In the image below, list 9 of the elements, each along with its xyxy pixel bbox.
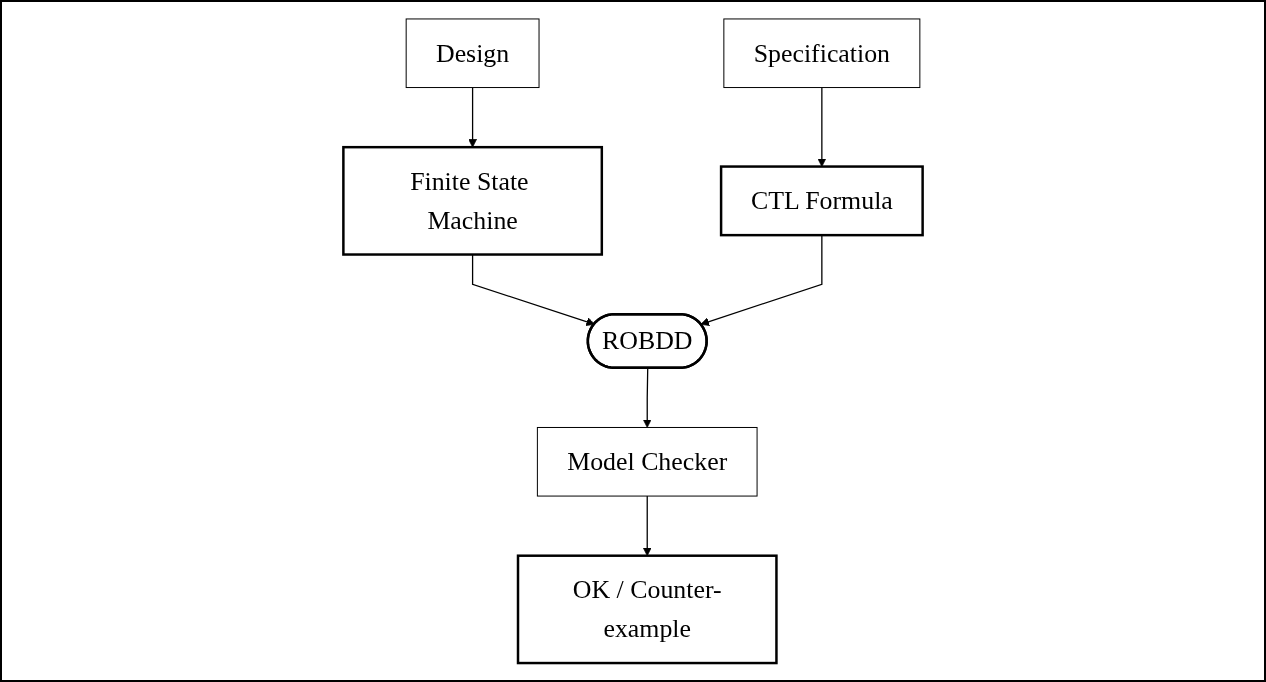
arrow [642,367,652,428]
node-box: Finite State Machine [342,145,604,256]
node-box: Specification [723,18,921,89]
node-box: Design [405,18,540,89]
node-box: OK / Counter-example [516,554,778,665]
arrow [468,86,477,148]
node-box: CTL Formula [719,165,924,237]
node-box: Model Checker [536,427,758,497]
arrow [817,86,827,167]
